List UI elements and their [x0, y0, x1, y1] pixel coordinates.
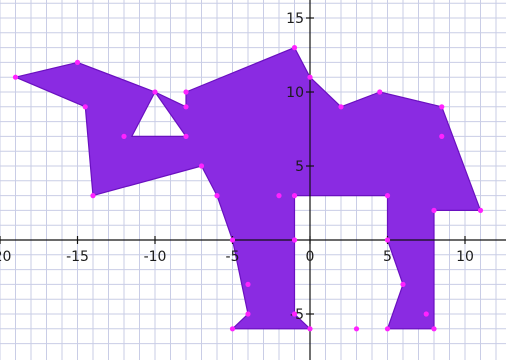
vertex-point: [338, 104, 344, 110]
x-tick-label: -10: [144, 249, 167, 265]
vertex-point: [90, 193, 96, 199]
y-tick-label: 5: [295, 159, 304, 175]
vertex-point: [477, 207, 484, 213]
vertex-point: [384, 237, 391, 243]
vertex-point: [183, 89, 189, 95]
camel-polygon: [14, 47, 482, 330]
x-tick-label: 5: [383, 249, 392, 265]
x-tick-label: -20: [0, 249, 11, 265]
vertex-point: [291, 193, 298, 199]
vertex-point: [198, 163, 205, 169]
vertex-point: [307, 74, 313, 80]
y-tick-label: 10: [286, 85, 304, 101]
x-tick-label: 10: [456, 249, 474, 265]
vertex-point: [245, 281, 251, 287]
x-tick-label: 0: [306, 249, 315, 265]
vertex-point: [229, 237, 236, 243]
vertex-point: [291, 45, 298, 51]
vertex-point: [291, 237, 298, 243]
vertex-point: [384, 326, 391, 332]
vertex-point: [353, 326, 360, 332]
vertex-point: [431, 326, 437, 332]
vertex-point: [276, 193, 282, 199]
vertex-point: [423, 311, 429, 317]
vertex-point: [439, 104, 445, 110]
x-tick-label: -15: [66, 249, 89, 265]
vertex-point: [121, 133, 127, 139]
vertex-point: [245, 311, 251, 317]
vertex-point: [377, 89, 383, 95]
vertex-point: [214, 193, 220, 199]
vertex-points: [12, 45, 484, 332]
vertex-point: [229, 326, 236, 332]
y-tick-label: 15: [286, 11, 304, 27]
vertex-point: [183, 104, 189, 110]
vertex-point: [400, 281, 406, 287]
y-tick-label: -5: [290, 307, 304, 323]
vertex-point: [152, 89, 158, 95]
vertex-point: [384, 193, 391, 199]
x-tick-label: -5: [226, 249, 240, 265]
vertex-point: [74, 59, 81, 65]
vertex-point: [307, 326, 313, 332]
tick-labels: -20 -15 -10 -5 0 5 10 15 10 5 -5: [0, 11, 474, 323]
vertex-point: [291, 311, 298, 317]
vertex-point: [82, 104, 88, 110]
vertex-point: [183, 133, 189, 139]
vertex-point: [431, 207, 437, 213]
camel-figure: [14, 47, 482, 330]
vertex-point: [12, 74, 19, 80]
vertex-point: [439, 133, 445, 139]
